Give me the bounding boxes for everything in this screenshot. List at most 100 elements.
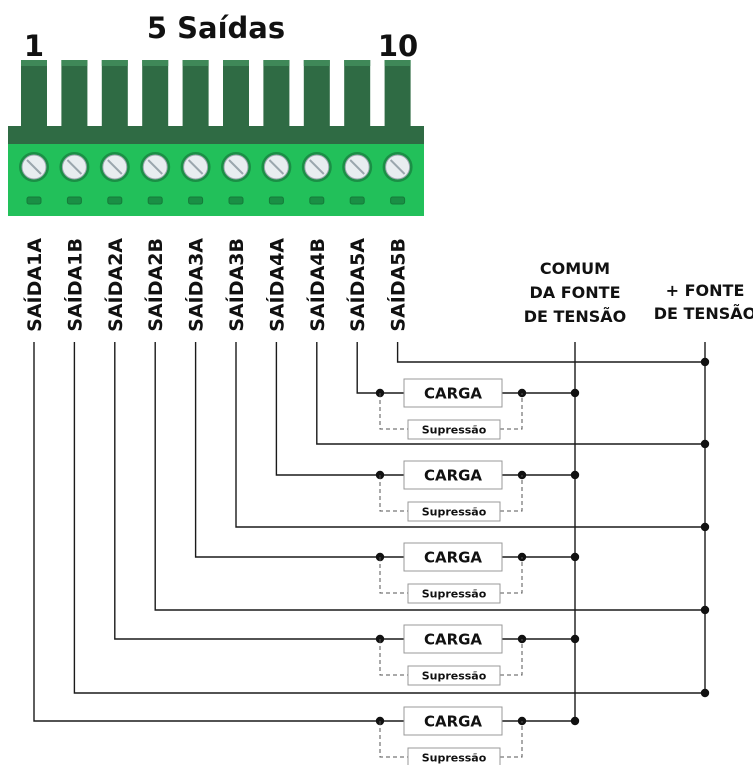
screw-slot (187, 159, 204, 175)
positive-supply-label-line1: + FONTE (666, 281, 745, 300)
suppression-wire (379, 639, 523, 676)
junction-dot (700, 357, 710, 367)
suppression-label: Supressão (422, 424, 487, 437)
connector-pin-top (61, 60, 88, 66)
load-box (403, 706, 503, 736)
terminal-slot (349, 196, 365, 205)
terminal-label: SAÍDA2A (104, 238, 127, 332)
load-label: CARGA (424, 385, 482, 403)
connector-pin-top (101, 60, 128, 66)
wire (33, 342, 380, 722)
terminal-slot (66, 196, 82, 205)
screw-slot (228, 159, 244, 175)
terminal-label: SAÍDA3A (185, 238, 208, 332)
terminal-slot (268, 196, 284, 205)
connector-pin-top (384, 60, 411, 66)
suppression-label: Supressão (422, 752, 487, 765)
suppression-label: Supressão (422, 588, 487, 601)
pin-number-first: 1 (24, 29, 44, 63)
connector-pin (61, 60, 88, 130)
terminal-slot (390, 196, 406, 205)
wire (316, 342, 705, 445)
screw-slot (147, 159, 163, 175)
terminal-label: SAÍDA3B (225, 238, 248, 332)
load-block: CARGA Supressão (375, 624, 580, 686)
terminal-label: SAÍDA5A (346, 238, 369, 332)
wire (73, 342, 705, 694)
wire (356, 342, 380, 394)
terminal-slot (188, 196, 204, 205)
common-supply-label-line2: DA FONTE (530, 283, 621, 302)
junction-dot (570, 552, 580, 562)
junction-dot (570, 470, 580, 480)
connector-pin (223, 60, 249, 130)
connector-pin-top (182, 60, 209, 66)
positive-supply-label-line2: DE TENSÃO (654, 304, 753, 323)
load-blocks: CARGASupressãoCARGASupressãoCARGASupress… (375, 378, 580, 765)
wire (235, 342, 705, 528)
wire (275, 342, 380, 476)
junction-dot (570, 634, 580, 644)
suppression-wire (379, 393, 523, 430)
connector-pin (344, 60, 371, 130)
junction-dot (700, 605, 710, 615)
suppression-box (407, 419, 501, 440)
common-supply-label-line3: DE TENSÃO (524, 307, 627, 326)
connector-pin-top (344, 60, 371, 66)
screw-slot (268, 159, 285, 175)
load-label: CARGA (424, 467, 482, 485)
wire (194, 342, 380, 558)
terminal-label: SAÍDA1A (23, 238, 46, 332)
connector-pin (384, 60, 411, 130)
connector-pin (263, 60, 290, 130)
terminal-slot (228, 196, 244, 205)
screw-slot (66, 159, 83, 175)
connector-pin (21, 60, 47, 130)
terminal-slot (26, 196, 42, 205)
load-block: CARGA Supressão (375, 706, 580, 765)
connector-pin-top (21, 60, 47, 66)
wire (154, 342, 705, 611)
suppression-wire (379, 475, 523, 512)
connector-pin-top (223, 60, 249, 66)
junction-dot (570, 716, 580, 726)
terminal-label: SAÍDA4A (265, 238, 288, 332)
connector-pins-base (8, 126, 424, 146)
screw-slot (389, 159, 406, 175)
terminal-slot (309, 196, 325, 205)
diagram-title: 5 Saídas (147, 11, 285, 45)
suppression-box (407, 501, 501, 522)
load-box (403, 378, 503, 408)
pin-number-last: 10 (378, 29, 418, 63)
screw-slot (107, 159, 123, 175)
load-block: CARGA Supressão (375, 542, 580, 604)
junction-dot (700, 688, 710, 698)
load-box (403, 542, 503, 572)
load-block: CARGA Supressão (375, 378, 580, 440)
suppression-wire (379, 557, 523, 594)
load-label: CARGA (424, 549, 482, 567)
screw-slot (309, 159, 325, 175)
load-label: CARGA (424, 713, 482, 731)
load-label: CARGA (424, 631, 482, 649)
suppression-wire (379, 721, 523, 758)
suppression-label: Supressão (422, 670, 487, 683)
connector-pin (182, 60, 209, 130)
connector-pin-top (263, 60, 290, 66)
junction-dot (570, 388, 580, 398)
connector-pin (101, 60, 128, 130)
wiring (33, 342, 710, 722)
terminal-label: SAÍDA5B (387, 238, 410, 332)
suppression-box (407, 665, 501, 686)
connector-pin-top (303, 60, 330, 66)
common-supply-label-line1: COMUM (540, 259, 610, 278)
load-box (403, 624, 503, 654)
terminal-connector (8, 60, 424, 216)
wire (396, 342, 705, 363)
screw-slot (349, 159, 365, 175)
junction-dot (700, 522, 710, 532)
terminal-label: SAÍDA1B (63, 238, 86, 332)
